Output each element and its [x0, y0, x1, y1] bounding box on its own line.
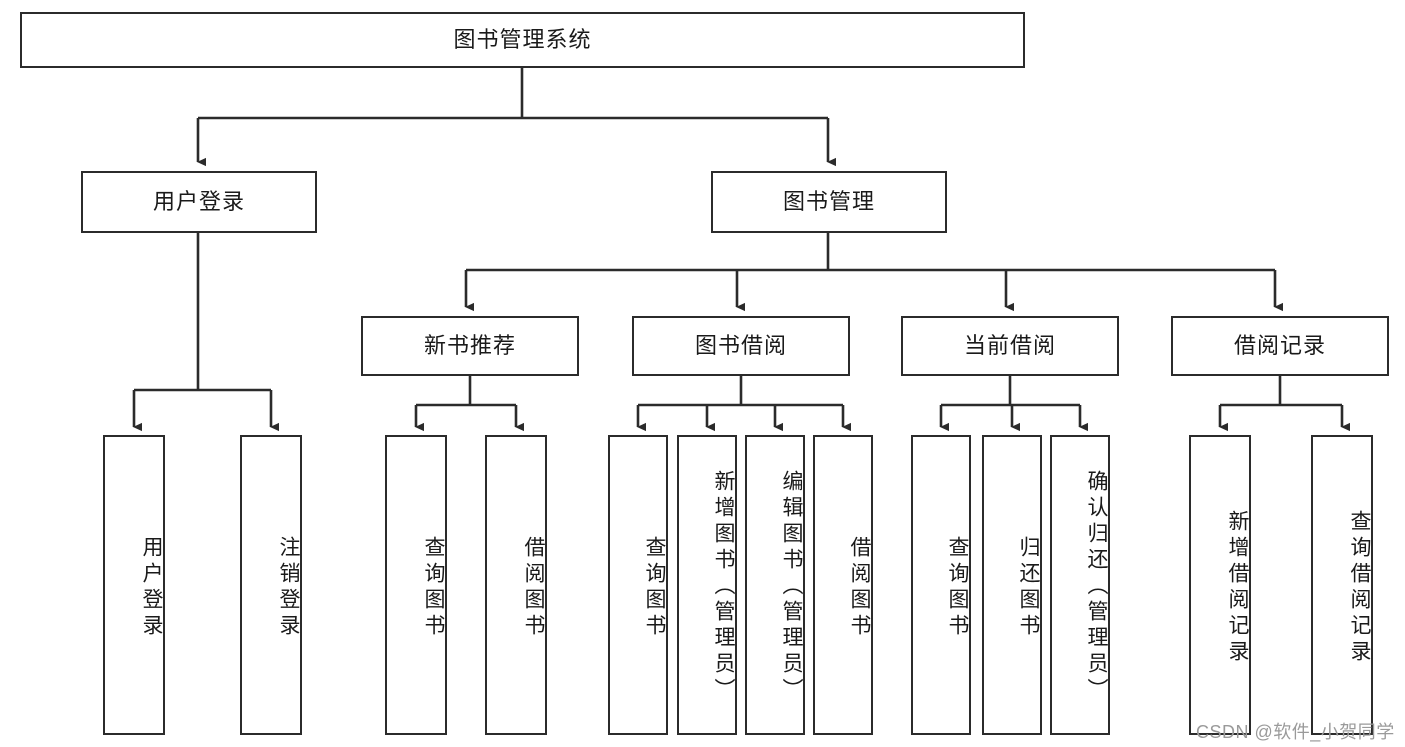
node-leaf-logout[interactable]: 注销登录	[240, 435, 302, 735]
node-leaf-add-book-admin[interactable]: 新增图书（管理员）	[677, 435, 737, 735]
node-user-login[interactable]: 用户登录	[81, 171, 317, 233]
node-root-book-management-system[interactable]: 图书管理系统	[20, 12, 1025, 68]
csdn-watermark: CSDN @软件_小贺同学	[1196, 722, 1395, 742]
node-leaf-confirm-return-admin[interactable]: 确认归还（管理员）	[1050, 435, 1110, 735]
node-current-borrowing[interactable]: 当前借阅	[901, 316, 1119, 376]
node-book-management[interactable]: 图书管理	[711, 171, 947, 233]
node-leaf-return-book[interactable]: 归还图书	[982, 435, 1042, 735]
node-leaf-query-book-new-rec[interactable]: 查询图书	[385, 435, 447, 735]
node-leaf-add-borrow-record[interactable]: 新增借阅记录	[1189, 435, 1251, 735]
node-book-borrowing[interactable]: 图书借阅	[632, 316, 850, 376]
node-new-book-recommendation[interactable]: 新书推荐	[361, 316, 579, 376]
node-leaf-user-login[interactable]: 用户登录	[103, 435, 165, 735]
node-leaf-query-book-current[interactable]: 查询图书	[911, 435, 971, 735]
node-leaf-query-borrow-record[interactable]: 查询借阅记录	[1311, 435, 1373, 735]
node-leaf-borrow-book-new-rec[interactable]: 借阅图书	[485, 435, 547, 735]
node-leaf-query-book-borrowing[interactable]: 查询图书	[608, 435, 668, 735]
node-borrowing-record[interactable]: 借阅记录	[1171, 316, 1389, 376]
node-leaf-borrow-book-borrowing[interactable]: 借阅图书	[813, 435, 873, 735]
node-leaf-edit-book-admin[interactable]: 编辑图书（管理员）	[745, 435, 805, 735]
